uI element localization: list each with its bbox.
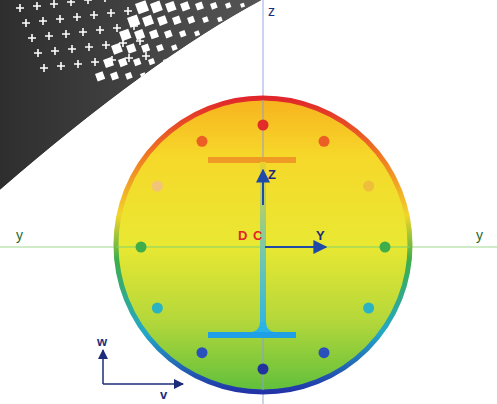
rebar-dot <box>319 136 330 147</box>
y-axis-label: y <box>476 228 483 242</box>
v-axis <box>103 383 183 385</box>
rebar-dot <box>363 303 374 314</box>
rebar-dot <box>363 181 374 192</box>
y-axis-label: y <box>16 228 23 242</box>
y-axis-line <box>0 247 497 248</box>
concrete-section <box>116 98 410 392</box>
z-axis-label: z <box>268 4 275 18</box>
z-axis-line <box>263 0 264 404</box>
w-axis <box>102 350 104 384</box>
local-y-label: Y <box>316 229 325 242</box>
rebar-dot <box>258 120 269 131</box>
w-axis-label: w <box>97 335 107 348</box>
local-z-label: Z <box>268 168 276 181</box>
rebar-dot <box>197 347 208 358</box>
v-axis-label: v <box>160 388 167 401</box>
rebar-dot <box>197 136 208 147</box>
rebar-group <box>136 120 391 375</box>
rebar-dot <box>152 303 163 314</box>
rebar-dot <box>258 364 269 375</box>
rebar-dot <box>136 242 147 253</box>
point-c-label: C <box>253 229 262 242</box>
rebar-dot <box>319 347 330 358</box>
rebar-dot <box>380 242 391 253</box>
point-d-label: D <box>238 229 247 242</box>
rebar-dot <box>152 181 163 192</box>
y-arrow <box>265 246 326 248</box>
z-arrow <box>262 170 264 205</box>
